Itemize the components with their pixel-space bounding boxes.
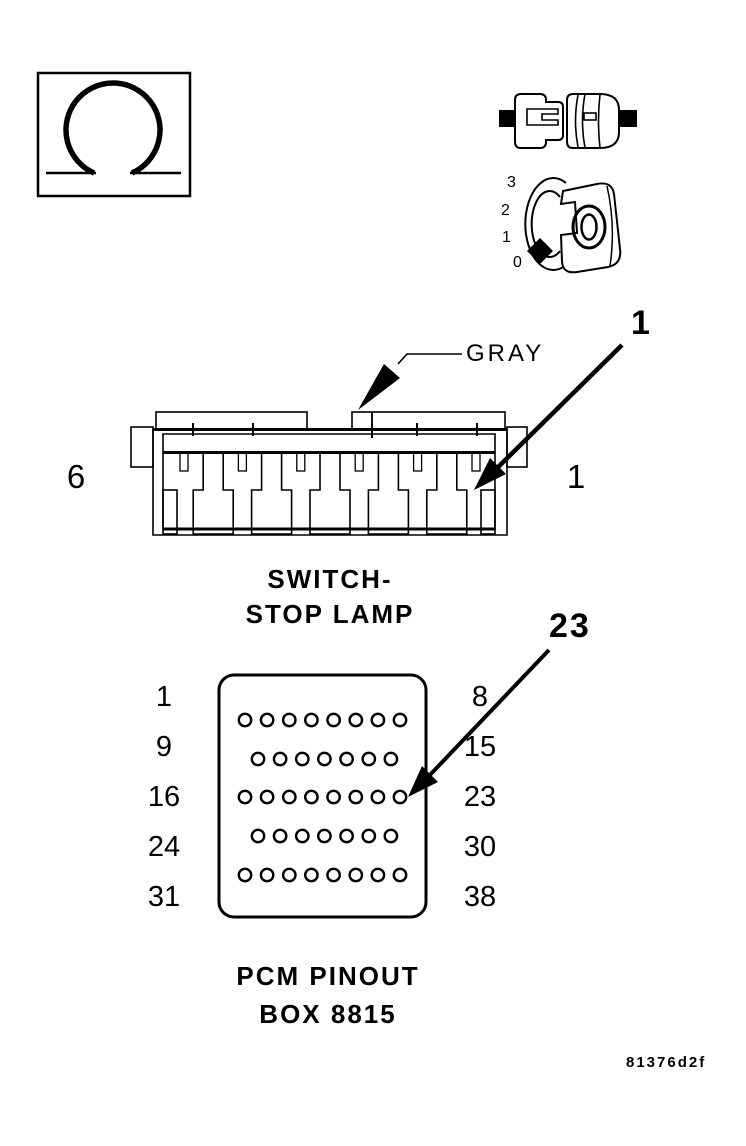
pcm-pin [237,712,253,728]
dial-position-label: 3 [507,174,516,191]
pcm-caption-line2: BOX 8815 [259,999,397,1029]
pcm-pin [259,712,275,728]
terminal-cavity [309,453,351,535]
pcm-pin [392,712,408,728]
pcm-pin [294,828,310,844]
dial-position-label: 2 [501,202,510,219]
terminal-slot [179,452,189,472]
terminal-cavity [192,453,234,535]
dial-pointer-icon [527,238,553,264]
pcm-pin [392,867,408,883]
pcm-pin [303,867,319,883]
pcm-pin [370,789,386,805]
pcm-pin [281,712,297,728]
gray-callout-arrow [358,353,462,410]
terminal-slot [296,452,306,472]
pcm-pin-grid [237,712,408,883]
pcm-pin [370,867,386,883]
pcm-pin [294,751,310,767]
pcm-pin [237,789,253,805]
dial-position-label: 0 [513,254,522,271]
pcm-pin [383,751,399,767]
pcm-pin [392,789,408,805]
pcm-connector-drawing [217,673,428,919]
stop-lamp-connector-drawing [130,411,528,536]
pcm-row-right-number: 23 [463,781,497,813]
pcm-pin [272,828,288,844]
figure-id-label: 81376d2f [626,1054,707,1071]
pcm-pin [348,712,364,728]
callout-1-arrow [474,343,624,490]
pcm-pin [326,867,341,883]
pcm-pin [383,828,399,844]
pcm-pin [361,751,377,767]
pcm-pin [348,867,364,883]
pcm-row-left-number: 31 [147,881,181,913]
connector-pin-1-label: 1 [566,458,586,495]
pcm-pin [316,828,332,844]
connector-pin-6-label: 6 [66,458,86,495]
pcm-row-right-number: 30 [463,831,497,863]
pcm-pin [326,789,341,805]
dial-position-label: 1 [502,229,511,246]
pcm-row-left-number: 16 [147,781,181,813]
terminal-slot [354,452,364,472]
pcm-pin [316,751,332,767]
pcm-row-left-number: 1 [155,681,173,713]
switch-caption-line1: SWITCH- [267,564,393,594]
connector-color-label: GRAY [466,340,545,367]
pcm-row-right-number: 38 [463,881,497,913]
terminal-cavity [250,453,293,535]
pcm-caption-line1: PCM PINOUT [236,961,420,991]
pcm-pin [303,712,319,728]
pcm-pin [303,789,319,805]
callout-1-label: 1 [631,304,652,342]
switch-caption-line2: STOP LAMP [245,599,415,629]
pcm-pin [250,828,266,844]
pcm-pin [272,751,288,767]
pcm-pin [250,751,266,767]
pcm-pin [370,712,386,728]
pcm-pin [259,867,275,883]
terminal-cavity [426,453,468,535]
pcm-pin [361,828,377,844]
pcm-pin [281,789,297,805]
terminal-slot [237,452,248,472]
pcm-row-right-number: 8 [471,681,489,713]
terminal-slot [412,452,423,472]
pcm-pin [259,789,275,805]
pcm-pin [339,828,354,844]
pcm-row-left-number: 9 [155,731,173,763]
terminal-cavities [179,452,481,535]
ignition-dial-icon [524,177,622,274]
pcm-pin [348,789,364,805]
pcm-pin [326,712,341,728]
ohmmeter-icon [36,71,192,198]
terminal-slot [471,452,481,472]
connector-pair-icon [499,93,637,149]
pcm-row-left-number: 24 [147,831,181,863]
pcm-pin [281,867,297,883]
pcm-row-right-number: 15 [463,731,497,763]
terminal-cavity [367,453,410,535]
pcm-pin [339,751,354,767]
callout-23-label: 23 [549,607,591,645]
callout-23-arrow [408,648,551,797]
pcm-pin [237,867,253,883]
